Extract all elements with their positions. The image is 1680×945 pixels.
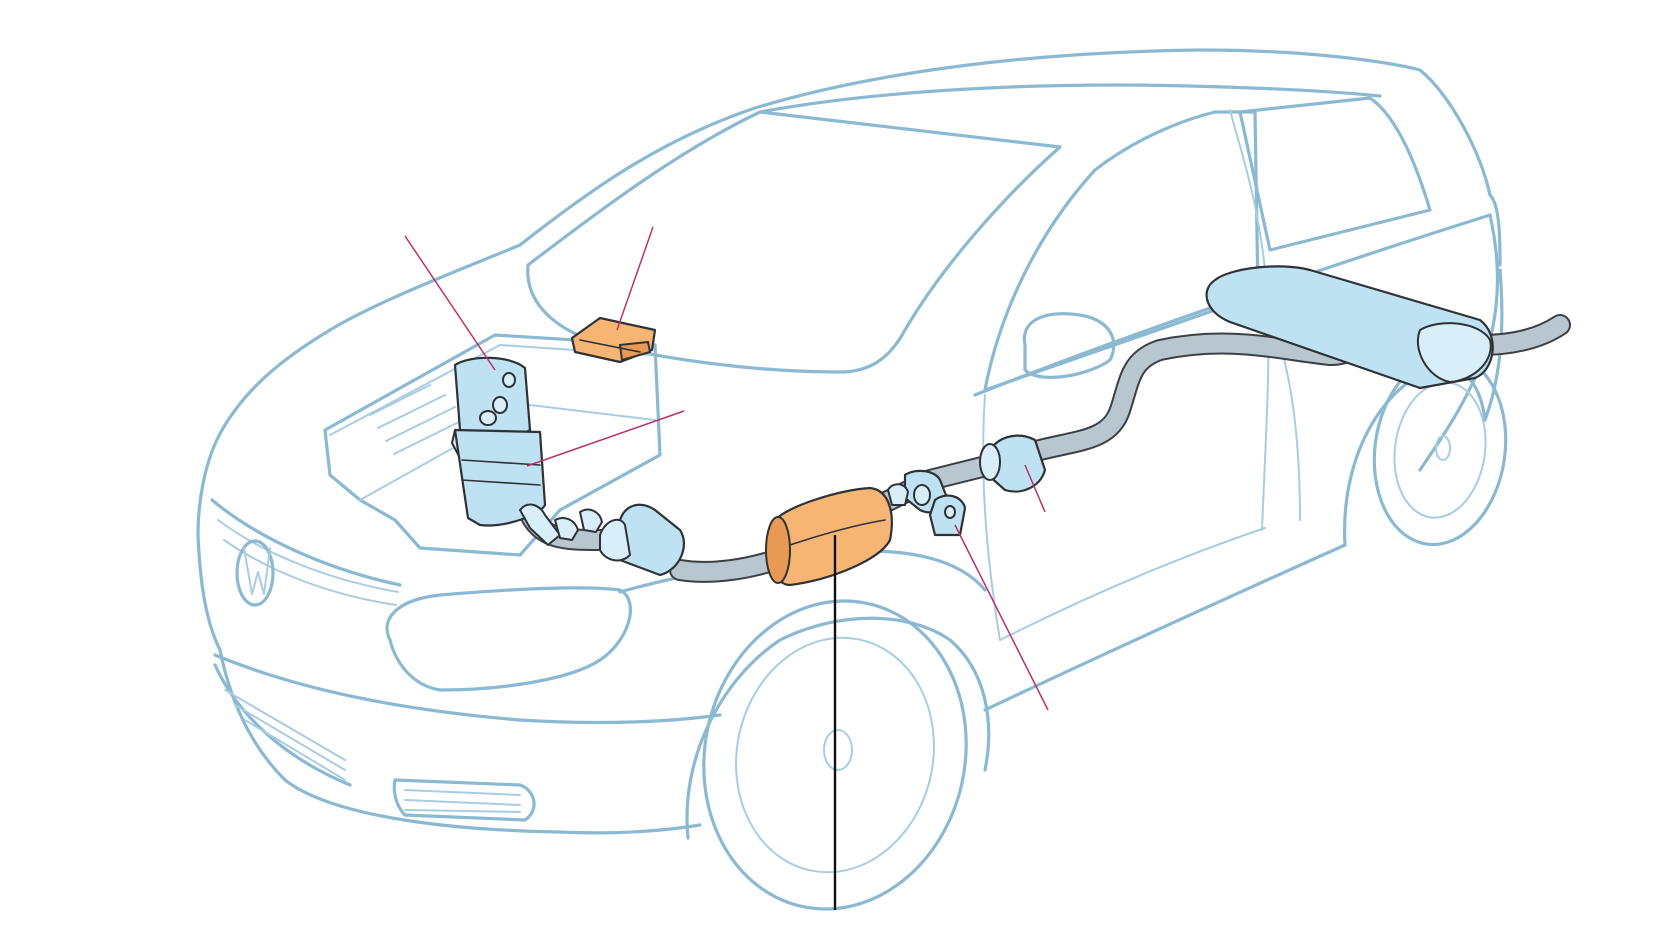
rear-muffler — [1205, 265, 1494, 390]
vw-logo-icon — [235, 539, 275, 607]
middle-muffler — [979, 434, 1047, 493]
engine-cover-vents — [369, 384, 466, 455]
leader-line-control-module — [616, 226, 654, 331]
rear-pipe — [1031, 334, 1362, 459]
leader-lines — [404, 226, 1049, 910]
roof-inner-edge — [758, 83, 1382, 114]
control-module — [570, 316, 657, 364]
engine-block — [453, 428, 603, 546]
fog-light — [392, 778, 536, 822]
front-door-window — [983, 110, 1260, 392]
side-mirror — [1022, 312, 1116, 379]
headlight — [385, 586, 632, 692]
door-line — [982, 394, 1001, 641]
lower-grille — [213, 663, 352, 787]
front-muffler — [599, 503, 685, 577]
bumper-line — [213, 653, 722, 725]
front-fascia-outline — [196, 533, 702, 835]
lower-grille-slats — [224, 689, 346, 781]
leader-line-engine-intake — [404, 235, 496, 371]
grille-lines — [217, 519, 399, 606]
leader-line-engine-block — [526, 410, 685, 467]
fog-light-slats — [404, 789, 521, 813]
front-wheel-arch — [685, 616, 991, 840]
front-wheel — [702, 599, 968, 911]
rocker-panel — [983, 543, 1347, 712]
car-roof-outline — [518, 48, 1502, 267]
sensor-clamp — [887, 469, 967, 537]
rear-door-window — [1238, 96, 1432, 252]
leader-line-middle-muffler — [1024, 464, 1046, 513]
grille-upper — [210, 498, 402, 587]
catalytic-converter — [765, 486, 893, 587]
rear-wheel-arch — [1342, 365, 1487, 547]
leader-line-sensor-clamp — [954, 524, 1049, 711]
door-bottom-line — [999, 527, 1266, 641]
